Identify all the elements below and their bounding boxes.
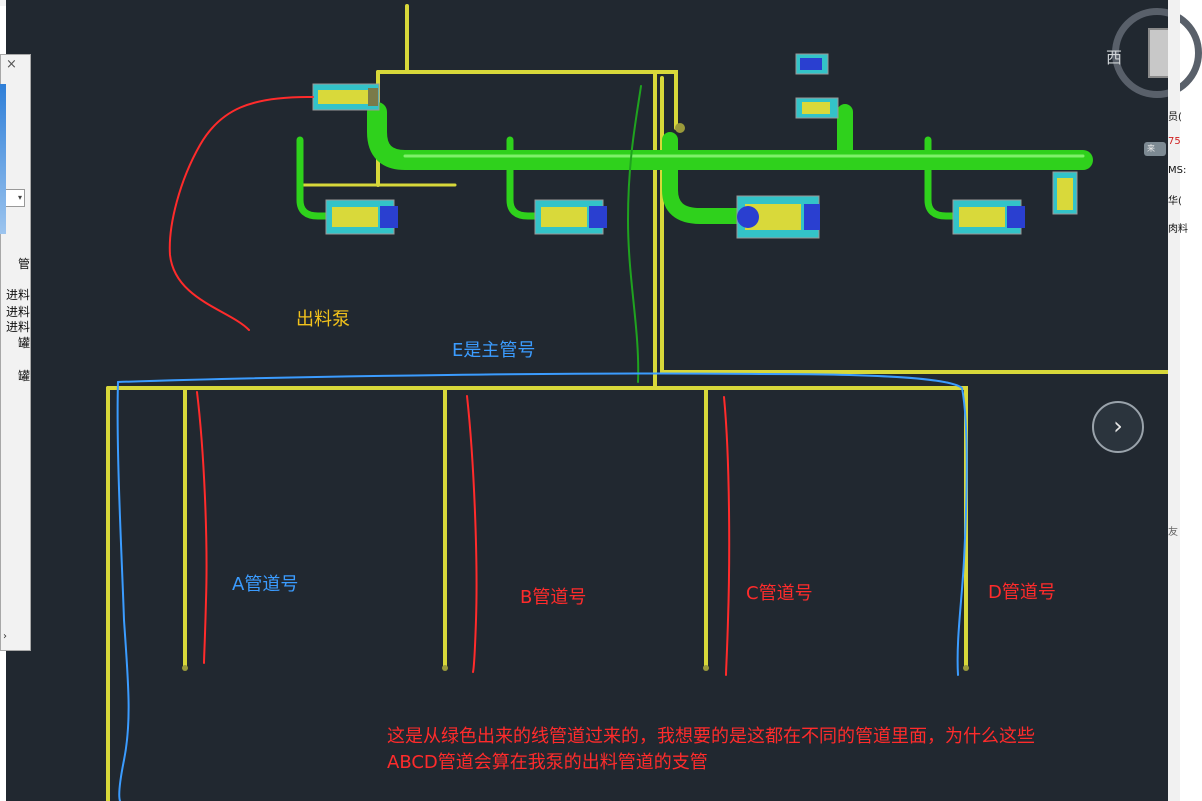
pipe-d-label: D管道号 [988, 582, 1056, 603]
yellow-pipe-e-main [106, 386, 968, 670]
red-markup-pump [168, 95, 314, 331]
pump-1 [325, 199, 398, 235]
pipe-b-label: B管道号 [520, 587, 587, 608]
red-markup-a [196, 391, 208, 664]
pump-top-mid [795, 97, 839, 119]
palette-color-strip [0, 84, 6, 234]
property-item: 员( [1168, 112, 1182, 123]
green-branch-2 [506, 136, 544, 220]
palette-item[interactable]: 罐 [17, 336, 30, 350]
yellow-pipe-top-header [376, 70, 678, 130]
pipe-c-label: C管道号 [746, 583, 813, 604]
green-branch-1 [296, 136, 334, 220]
property-item: 75 [1168, 136, 1181, 147]
property-item: 友 [1168, 527, 1178, 538]
green-markup-line [627, 85, 642, 383]
main-pipe-label: E是主管号 [452, 340, 536, 361]
pump-units [312, 53, 1078, 239]
pump-label: 出料泵 [296, 309, 350, 330]
question-line-1: 这是从绿色出来的线管道过来的，我想要的是这都在不同的管道里面，为什么这些 [387, 726, 1035, 747]
pipe-end-cap [963, 665, 969, 671]
viewcube-compass-ring[interactable] [1112, 8, 1202, 98]
pipe-end-cap [442, 665, 448, 671]
property-item: 肉料 [1168, 224, 1188, 235]
green-branch-3 [924, 136, 962, 220]
blue-markup-e [117, 372, 968, 676]
palette-dropdown[interactable]: ▾ [3, 189, 25, 207]
red-markup-b [466, 395, 478, 673]
cad-viewport[interactable] [6, 0, 1168, 801]
properties-button[interactable]: 来 [1144, 142, 1166, 156]
palette-item[interactable]: 管 [17, 257, 30, 271]
viewcube-west-label[interactable]: 西 [1106, 48, 1123, 67]
pump-outlet [312, 83, 380, 111]
valve-fitting [675, 123, 685, 133]
palette-item[interactable]: 罐 [17, 369, 30, 383]
property-item: 华( [1168, 196, 1182, 207]
pump-top-small [795, 53, 829, 75]
close-icon[interactable]: × [6, 57, 17, 72]
palette-item[interactable]: 进料 [5, 288, 30, 302]
green-main-pipe [367, 102, 1093, 170]
right-properties-panel: 员( 75 MS: 华( 肉料 友 [1168, 0, 1188, 801]
pipe-end-cap [182, 665, 188, 671]
palette-item[interactable]: 进料 [5, 320, 30, 334]
pump-4 [952, 199, 1025, 235]
pump-2 [534, 199, 607, 235]
green-riser-c [662, 132, 748, 224]
chevron-right-icon: › [1113, 412, 1123, 440]
property-item: MS: [1168, 165, 1187, 176]
pipe-a-label: A管道号 [232, 574, 299, 595]
palette-item[interactable]: 进料 [5, 305, 30, 319]
scroll-right-icon[interactable]: › [3, 631, 7, 642]
question-line-2: ABCD管道会算在我泵的出料管道的支管 [387, 752, 708, 773]
red-markup-c [723, 396, 731, 676]
pump-3 [736, 195, 820, 239]
pump-right-vertical [1052, 171, 1078, 215]
pipe-end-cap [703, 665, 709, 671]
next-arrow-button[interactable]: › [1092, 401, 1144, 453]
blue-markup-left [116, 381, 130, 801]
